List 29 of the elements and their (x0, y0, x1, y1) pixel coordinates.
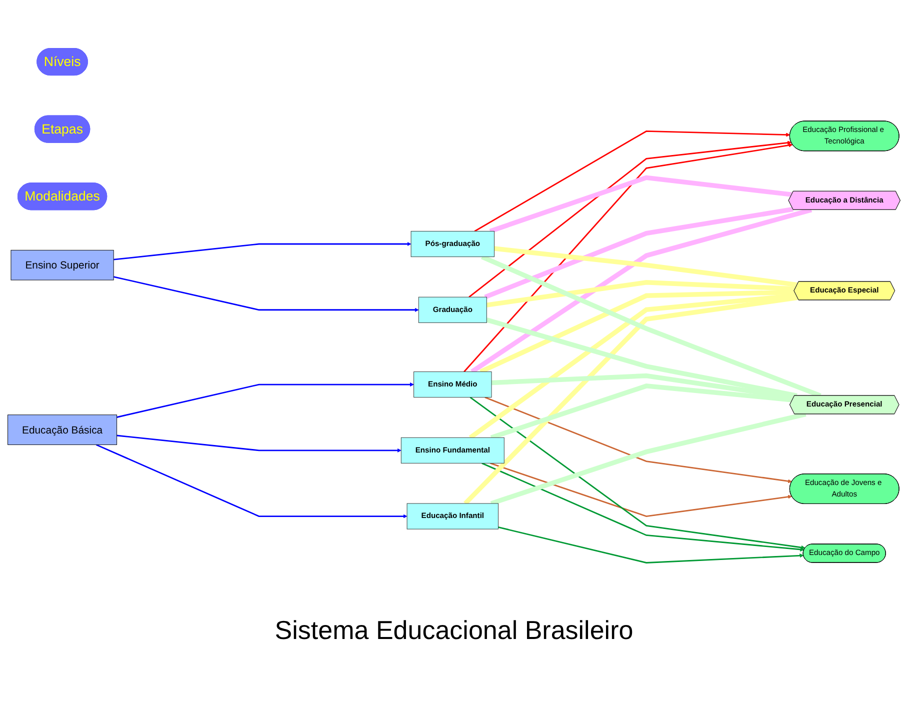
arrow (474, 130, 790, 232)
connector (489, 174, 792, 233)
connector (490, 383, 793, 440)
connector (484, 206, 794, 299)
arrow (468, 140, 792, 298)
arrow (490, 462, 792, 516)
arrow (116, 434, 402, 452)
node-box: Educação Básica (8, 414, 118, 444)
connector (491, 372, 794, 400)
arrow (470, 396, 806, 550)
arrow (498, 526, 804, 563)
connector (481, 254, 822, 398)
arrow (464, 142, 793, 372)
connector (490, 411, 806, 506)
diagram-caption: Sistema Educacional Brasileiro (274, 615, 634, 646)
arrow (482, 462, 804, 552)
node-box: Ensino Superior (10, 249, 114, 280)
connector (480, 289, 795, 374)
arrow (116, 382, 414, 418)
arrow (96, 444, 408, 518)
connector (464, 294, 798, 505)
arrow (484, 396, 792, 483)
connector (470, 207, 812, 374)
arrow (114, 241, 412, 260)
arrow (113, 276, 419, 312)
connector (486, 317, 798, 398)
connector (468, 292, 797, 440)
connector (494, 246, 798, 287)
connector (486, 280, 796, 307)
